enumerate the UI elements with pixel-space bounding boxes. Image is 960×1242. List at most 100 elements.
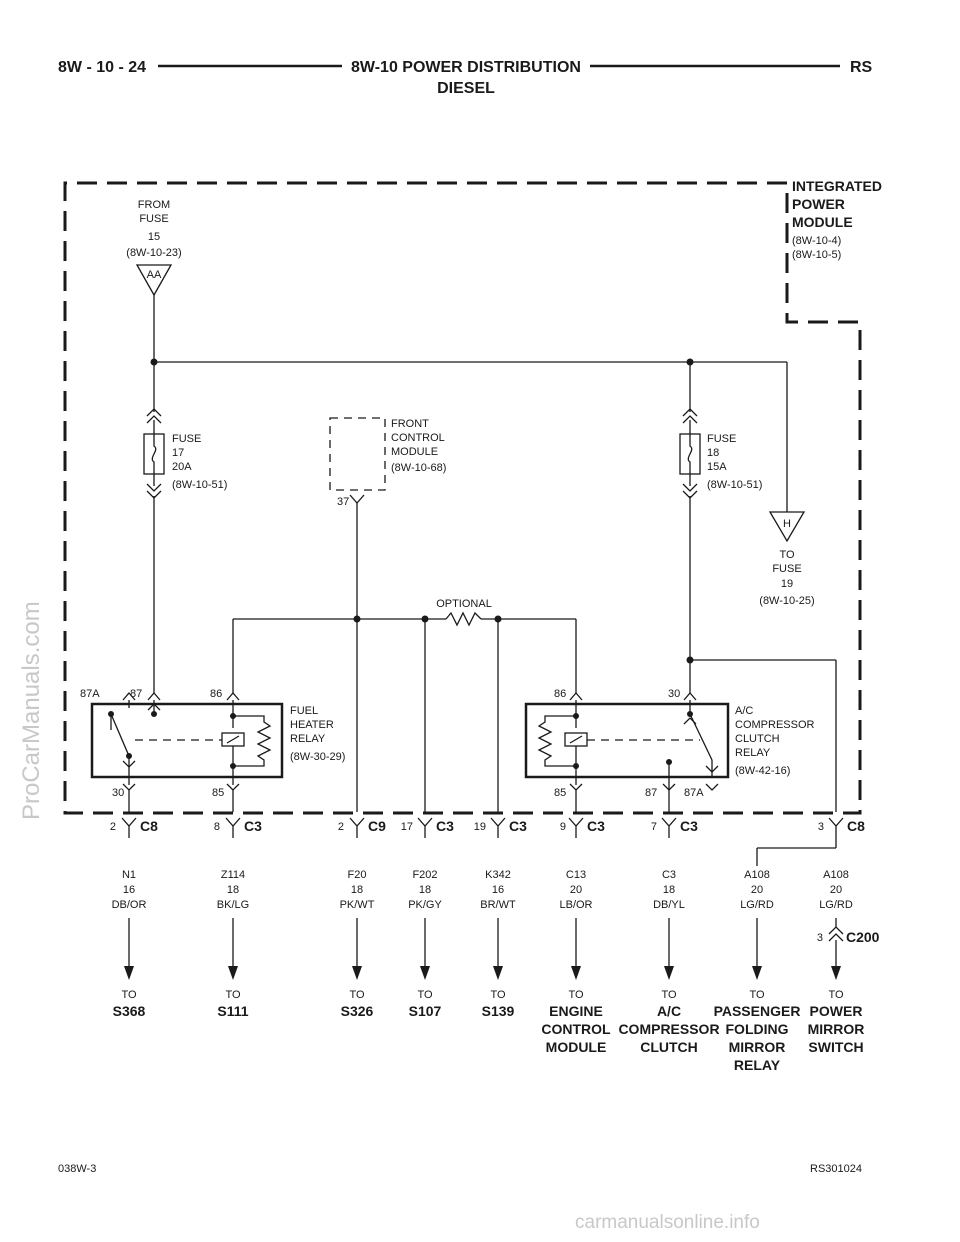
dest-line: CONTROL: [541, 1021, 611, 1037]
connector-row: 2 C8 8 C3 2 C9 17 C3 19 C3 9 C3 7 C3 3 C…: [110, 817, 865, 838]
connector-pin: 2: [110, 821, 116, 833]
dest-line: COMPRESSOR: [618, 1021, 719, 1037]
dest-line: FOLDING: [726, 1021, 789, 1037]
ac-relay-label-1: A/C: [735, 705, 753, 717]
dest-to: TO: [417, 989, 433, 1001]
connector-fork-icon: [225, 817, 241, 838]
wire-id: F20: [348, 869, 367, 881]
arrow-down-icon: [752, 966, 762, 980]
dest-to: TO: [121, 989, 137, 1001]
dest-to: TO: [568, 989, 584, 1001]
dest-line: S368: [113, 1003, 146, 1019]
chevron-up-icon: [828, 926, 844, 942]
pin-caret-icon: [683, 692, 697, 701]
ac-relay-ref: (8W-42-16): [735, 765, 790, 777]
connector-name: C8: [847, 818, 865, 834]
fuse18-label-1: FUSE: [707, 433, 736, 445]
relay-coil-slash: [226, 735, 240, 744]
arrow-down-icon: [352, 966, 362, 980]
fuse17-label-1: FUSE: [172, 433, 201, 445]
pin-caret-icon: [226, 692, 240, 701]
fuel-relay-pin-85: 85: [212, 787, 224, 799]
fuel-relay-label-3: RELAY: [290, 733, 326, 745]
connector-fork-icon: [568, 817, 584, 838]
optional-label: OPTIONAL: [436, 598, 492, 610]
from-fuse-label-1: FROM: [138, 199, 170, 211]
dest-to: TO: [661, 989, 677, 1001]
splice-triangle-aa-icon: [135, 264, 173, 297]
fcm-ref: (8W-10-68): [391, 462, 446, 474]
to-fuse19-ref: (8W-10-25): [759, 595, 814, 607]
pin-fork-icon: [349, 494, 365, 504]
wire-id: K342: [485, 869, 511, 881]
chevron-down-icon: [146, 483, 162, 499]
dest-line: RELAY: [734, 1057, 781, 1073]
dest-line: S139: [482, 1003, 515, 1019]
dest-to: TO: [225, 989, 241, 1001]
resistor-icon: [445, 611, 482, 627]
dest-to: TO: [828, 989, 844, 1001]
connector-pin: 9: [560, 821, 566, 833]
splice-tag-aa: AA: [147, 269, 162, 281]
dest-line: MIRROR: [729, 1039, 786, 1055]
wire-gauge: 20: [830, 884, 842, 896]
wire-id: C3: [662, 869, 676, 881]
connector-fork-icon: [828, 817, 844, 838]
fuel-relay-label-2: HEATER: [290, 719, 334, 731]
pin-caret-icon: [147, 692, 161, 701]
from-fuse-label-2: FUSE: [139, 213, 168, 225]
wire-color: PK/GY: [408, 899, 442, 911]
wire-id: A108: [823, 869, 849, 881]
connector-pin: 17: [401, 821, 413, 833]
ipm-label-3: MODULE: [792, 214, 853, 230]
fuel-relay-label-1: FUEL: [290, 705, 318, 717]
ipm-ref-2: (8W-10-5): [792, 249, 841, 261]
ac-relay-switch-arm: [689, 713, 713, 761]
ac-relay-pin-30: 30: [668, 688, 680, 700]
connector-fork-icon: [121, 817, 137, 838]
wire-gauge: 20: [751, 884, 763, 896]
arrow-down-icon: [420, 966, 430, 980]
ac-relay-label-3: CLUTCH: [735, 733, 780, 745]
dest-to: TO: [349, 989, 365, 1001]
connector-name: C3: [680, 818, 698, 834]
dest-line: S107: [409, 1003, 442, 1019]
watermark-bottom: carmanualsonline.info: [575, 1212, 760, 1233]
ac-relay-pin-87a: 87A: [684, 787, 704, 799]
dest-to: TO: [490, 989, 506, 1001]
fuel-relay-ref: (8W-30-29): [290, 751, 345, 763]
ac-relay-pin-86: 86: [554, 688, 566, 700]
splice-tag-h: H: [783, 518, 791, 530]
wire-gauge: 18: [419, 884, 431, 896]
fuel-relay-pin-30: 30: [112, 787, 124, 799]
arrow-down-icon: [124, 966, 134, 980]
ipm-ref-1: (8W-10-4): [792, 235, 841, 247]
to-fuse19-label-1: TO: [779, 549, 795, 561]
dest-line: MODULE: [546, 1039, 607, 1055]
fuse-element-icon: [151, 434, 157, 474]
dest-line: ENGINE: [549, 1003, 603, 1019]
ipm-boundary: [63, 181, 862, 815]
from-fuse-ref: (8W-10-23): [126, 247, 181, 259]
ac-relay-pin-87: 87: [645, 787, 657, 799]
chevron-up-icon: [146, 408, 162, 424]
fuse17-label-2: 17: [172, 447, 184, 459]
wire-gauge: 18: [227, 884, 239, 896]
fuel-relay-30-arrow: [122, 760, 136, 768]
ipm-label-1: INTEGRATED: [792, 178, 882, 194]
wire-id: F202: [412, 869, 437, 881]
wire-color: PK/WT: [340, 899, 375, 911]
wire-color: BR/WT: [480, 899, 516, 911]
destinations: TO S368 TO S111 TO S326 TO S107 TO S139 …: [113, 989, 865, 1073]
wire-color: BK/LG: [217, 899, 249, 911]
page-subtitle: DIESEL: [437, 80, 495, 97]
chevron-down-icon: [682, 483, 698, 499]
connector-name: C9: [368, 818, 386, 834]
fcm-label-2: CONTROL: [391, 432, 445, 444]
dest-line: S326: [341, 1003, 374, 1019]
wire-id: Z114: [221, 869, 245, 881]
connector-name: C3: [587, 818, 605, 834]
fuel-relay-87-arrow: [147, 703, 161, 711]
wire-gauge: 16: [123, 884, 135, 896]
